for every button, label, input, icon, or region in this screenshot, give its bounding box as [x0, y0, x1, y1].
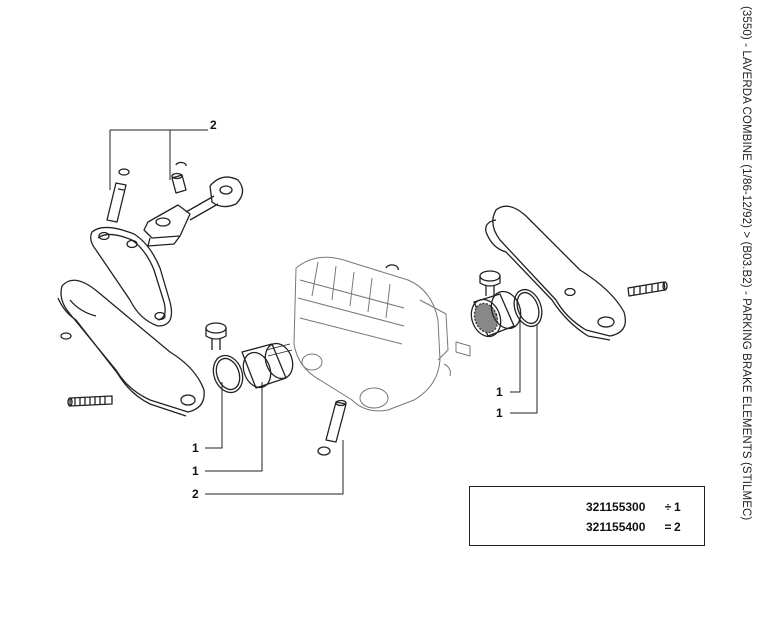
legend-symbol: =: [664, 520, 672, 534]
roll-pin-center: [325, 399, 347, 443]
circlip-top-mid: [175, 161, 187, 167]
callout-label: 2: [210, 118, 217, 132]
brake-arm-left: [57, 279, 205, 417]
piston-left: [241, 342, 294, 389]
legend-part-code: 321155400: [586, 520, 646, 534]
diagram-title: (3550) - LAVERDA COMBINE (1/86-12/92) > …: [738, 6, 758, 520]
legend-quantity: 1: [674, 500, 681, 514]
callout-label: 1: [192, 464, 199, 478]
seal-ring-right: [513, 288, 543, 328]
brake-arm-right: [485, 205, 627, 341]
bolt-left: [205, 322, 227, 350]
seal-ring-left: [212, 354, 244, 394]
legend-row: 321155400 =2: [586, 520, 681, 534]
rod-end-clevis: [143, 176, 244, 247]
roll-pin-left: [106, 182, 127, 223]
threaded-stud-right: [627, 281, 668, 297]
callout-label: 2: [192, 487, 199, 501]
pin-short-left: [171, 172, 187, 194]
callout-label: 1: [496, 406, 503, 420]
callout-label: 1: [496, 385, 503, 399]
legend-row: 321155300 ÷1: [586, 500, 681, 514]
circlip-top-left: [118, 168, 130, 176]
circlip-bottom-center: [317, 446, 331, 456]
threaded-stud-left: [67, 395, 113, 407]
legend-quantity: 2: [674, 520, 681, 534]
bolt-right: [479, 270, 501, 296]
serial-range-legend: 321155300 ÷1 321155400 =2: [469, 486, 705, 546]
caliper-body: [293, 256, 471, 412]
legend-part-code: 321155300: [586, 500, 646, 514]
callout-label: 1: [192, 441, 199, 455]
legend-symbol: ÷: [664, 500, 672, 514]
lever-plate-left: [90, 226, 173, 327]
diagram-title-text: (3550) - LAVERDA COMBINE (1/86-12/92) > …: [740, 6, 752, 521]
piston-right: [470, 290, 522, 338]
leader-lines: [109, 129, 538, 495]
circlip-center: [385, 264, 399, 271]
